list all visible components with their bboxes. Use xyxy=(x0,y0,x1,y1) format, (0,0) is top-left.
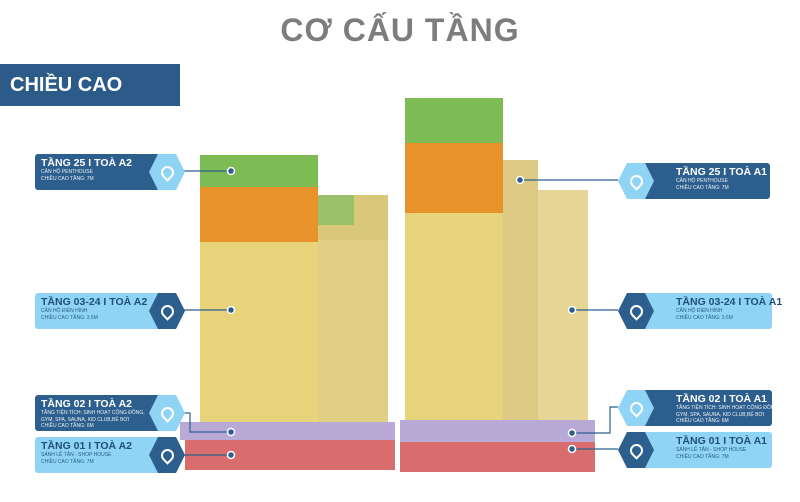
label-a1-floor-03-24: TẦNG 03-24 I TOÀ A1 CĂN HỘ ĐIỂN HÌNH CHI… xyxy=(618,293,782,329)
label-a2-floor-03-24: TẦNG 03-24 I TOÀ A2 CĂN HỘ ĐIỂN HÌNH CHI… xyxy=(35,293,185,329)
location-pin-icon xyxy=(149,437,185,473)
section-badge: CHIỀU CAO TẦNG xyxy=(0,64,180,138)
location-pin-icon xyxy=(618,390,654,426)
location-pin-icon xyxy=(149,395,185,431)
page-title: CƠ CẤU TẦNG xyxy=(280,12,520,48)
tower-a1 xyxy=(400,98,595,472)
connector-lines xyxy=(180,170,618,456)
location-pin-icon xyxy=(618,293,654,329)
marker-dots xyxy=(226,166,577,460)
label-a1-floor-01: TẦNG 01 I TOÀ A1 SẢNH LỄ TÂN - SHOP HOUS… xyxy=(618,432,772,468)
label-a2-floor-01: TẦNG 01 I TOÀ A2 SẢNH LỄ TÂN - SHOP HOUS… xyxy=(35,437,185,473)
label-a2-floor-02: TẦNG 02 I TOÀ A2 TẦNG TIỆN TÍCH: SINH HO… xyxy=(35,395,185,431)
location-pin-icon xyxy=(149,154,185,190)
label-a1-floor-02: TẦNG 02 I TOÀ A1 TẦNG TIỆN TÍCH: SINH HO… xyxy=(618,390,780,426)
location-pin-icon xyxy=(149,293,185,329)
tower-a2 xyxy=(180,155,395,470)
location-pin-icon xyxy=(618,432,654,468)
label-a2-floor-25: TẦNG 25 I TOÀ A2 CĂN HỘ PENTHOUSE CHIỀU … xyxy=(35,154,185,190)
label-a1-floor-25: TẦNG 25 I TOÀ A1 CĂN HỘ PENTHOUSE CHIỀU … xyxy=(618,163,770,199)
location-pin-icon xyxy=(618,163,654,199)
